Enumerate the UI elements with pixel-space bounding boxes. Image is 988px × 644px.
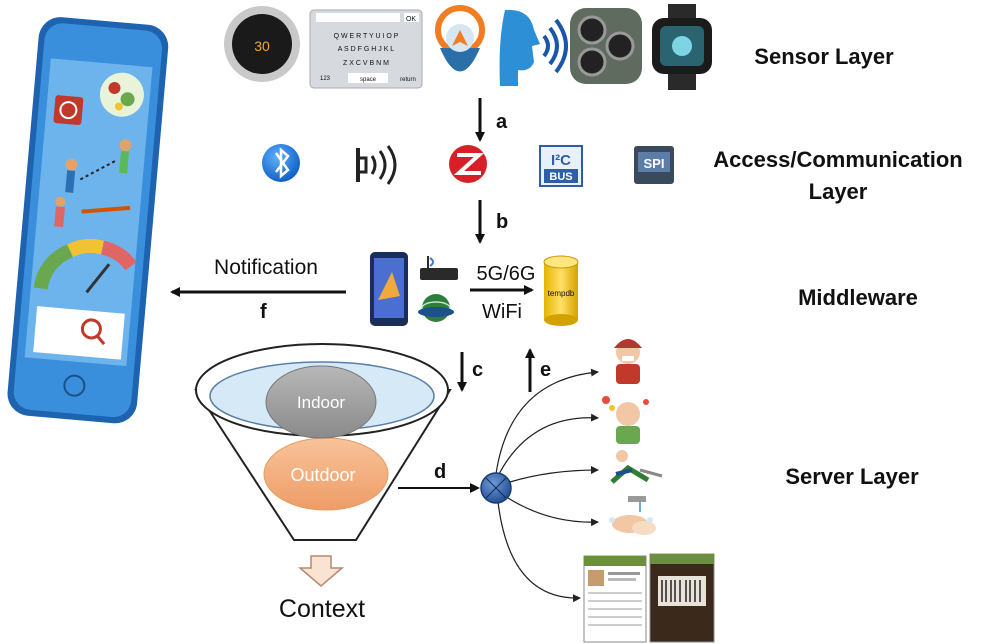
context-output-arrow bbox=[297, 555, 345, 587]
notification-label: Notification bbox=[214, 256, 318, 279]
context-label: Context bbox=[279, 595, 365, 623]
server-branches bbox=[495, 368, 599, 603]
report-card-icon bbox=[33, 306, 125, 360]
arrow-a-label: a bbox=[496, 111, 508, 133]
middleware-label: Middleware bbox=[798, 285, 918, 310]
voice-recognition-icon bbox=[499, 9, 568, 86]
keyboard-row-3: Z X C V B N M bbox=[343, 60, 389, 67]
arrow-e-label: e bbox=[540, 359, 551, 381]
i2c-label: I²C bbox=[551, 152, 571, 169]
database-icon: tempdb bbox=[543, 255, 579, 326]
sensor-layer-label: Sensor Layer bbox=[754, 44, 894, 69]
database-label: tempdb bbox=[548, 289, 575, 298]
spi-icon: SPI bbox=[634, 146, 674, 184]
gauge-icon bbox=[33, 239, 137, 294]
indoor-label: Indoor bbox=[297, 393, 346, 412]
keyboard-return-key: return bbox=[400, 77, 416, 83]
server-node bbox=[480, 472, 512, 504]
context-funnel: Indoor Outdoor bbox=[194, 343, 452, 541]
runner-figure-icon bbox=[65, 158, 78, 171]
nfc-icon bbox=[356, 145, 397, 185]
arrow-c-label: c bbox=[472, 359, 483, 381]
keyboard-ok-key: OK bbox=[406, 16, 416, 23]
access-layer-label-line1: Access/Communication bbox=[713, 147, 962, 172]
smartwatch-icon bbox=[652, 4, 712, 90]
indoor-ellipse bbox=[265, 365, 377, 439]
allergy-person-icon bbox=[602, 396, 649, 444]
arrow-d-label: d bbox=[434, 461, 446, 483]
keyboard-icon: OK Q W E R T Y U I O P A S D F G H J K L… bbox=[309, 9, 423, 89]
fitness-figure-icon bbox=[55, 196, 66, 207]
network-label: 5G/6G bbox=[477, 263, 536, 285]
keyboard-num-key: 123 bbox=[320, 76, 331, 82]
food-app-screens-icon bbox=[583, 553, 715, 643]
thermostat-icon: 30 bbox=[224, 6, 300, 82]
target-app-icon bbox=[53, 95, 84, 126]
server-layer-label: Server Layer bbox=[785, 464, 919, 489]
smartphone-illustration bbox=[7, 17, 169, 424]
mobile-phone-icon bbox=[370, 252, 408, 326]
i2c-bus-icon: I²C BUS bbox=[539, 145, 583, 187]
exercise-person-icon bbox=[610, 450, 663, 484]
location-pin-icon bbox=[435, 5, 485, 72]
thermostat-reading: 30 bbox=[254, 38, 270, 54]
wifi-router-icon bbox=[420, 256, 458, 280]
sick-person-icon bbox=[614, 339, 642, 384]
wifi-label: WiFi bbox=[482, 301, 522, 323]
access-layer-label-line2: Layer bbox=[809, 179, 868, 204]
camera-module-icon bbox=[570, 8, 642, 84]
bluetooth-icon bbox=[262, 144, 300, 182]
zigbee-icon bbox=[449, 145, 487, 183]
keyboard-row-1: Q W E R T Y U I O P bbox=[334, 33, 399, 40]
internet-globe-icon bbox=[418, 294, 454, 322]
spi-label: SPI bbox=[644, 156, 665, 171]
handwashing-icon bbox=[609, 496, 656, 535]
keyboard-space-key: space bbox=[360, 77, 377, 83]
home-button bbox=[63, 374, 86, 397]
bus-label: BUS bbox=[549, 171, 572, 183]
outdoor-label: Outdoor bbox=[290, 465, 355, 485]
keyboard-row-2: A S D F G H J K L bbox=[338, 46, 395, 53]
arrow-f-label: f bbox=[260, 301, 267, 323]
arrow-b-label: b bbox=[496, 211, 508, 233]
